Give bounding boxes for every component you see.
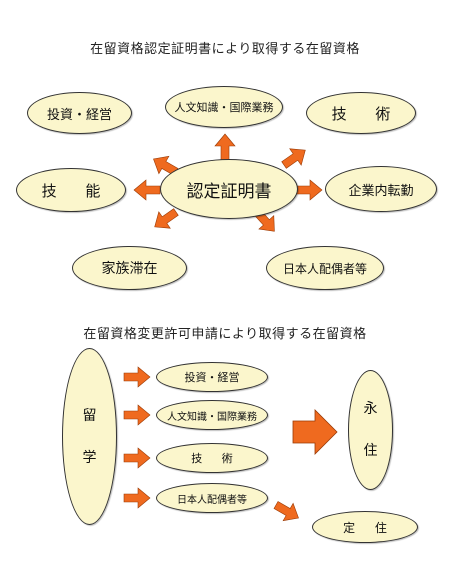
arrow-to-b-technology xyxy=(123,447,151,469)
arrow-to-intra-company xyxy=(295,179,323,201)
arrow-to-permanent xyxy=(292,409,338,455)
node-b-spouse: 日本人配偶者等 xyxy=(156,483,268,513)
node-study: 留 学 xyxy=(62,348,117,525)
arrow-to-long-term xyxy=(270,496,304,527)
arrow-to-b-spouse xyxy=(123,487,151,509)
node-b-investment: 投資・経営 xyxy=(156,362,268,392)
node-long-term-resident: 定 住 xyxy=(312,511,418,543)
node-center-certificate: 認定証明書 xyxy=(160,159,298,219)
arrow-to-b-humanities xyxy=(123,404,151,426)
node-permanent-residence: 永 住 xyxy=(348,370,393,490)
arrow-to-technology xyxy=(277,141,312,174)
node-spouse: 日本人配偶者等 xyxy=(266,246,384,290)
study-char-2: 学 xyxy=(82,449,97,466)
study-char-1: 留 xyxy=(82,407,97,424)
node-b-humanities: 人文知識・国際業務 xyxy=(156,400,268,430)
top-title: 在留資格認定証明書により取得する在留資格 xyxy=(90,42,360,57)
arrow-to-humanities xyxy=(214,133,236,161)
node-intra-company: 企業内転勤 xyxy=(325,166,437,212)
node-investment: 投資・経営 xyxy=(27,92,132,134)
node-technology: 技 術 xyxy=(306,92,416,134)
node-skills: 技 能 xyxy=(16,168,126,212)
node-humanities: 人文知識・国際業務 xyxy=(165,86,283,128)
permanent-char-1: 永 xyxy=(363,401,378,417)
node-b-technology: 技 術 xyxy=(156,443,268,473)
permanent-char-2: 住 xyxy=(363,443,378,459)
bottom-title: 在留資格変更許可申請により取得する在留資格 xyxy=(83,327,367,342)
arrow-to-skills xyxy=(133,179,161,201)
arrow-to-b-investment xyxy=(123,366,151,388)
node-dependent: 家族滞在 xyxy=(72,246,187,290)
